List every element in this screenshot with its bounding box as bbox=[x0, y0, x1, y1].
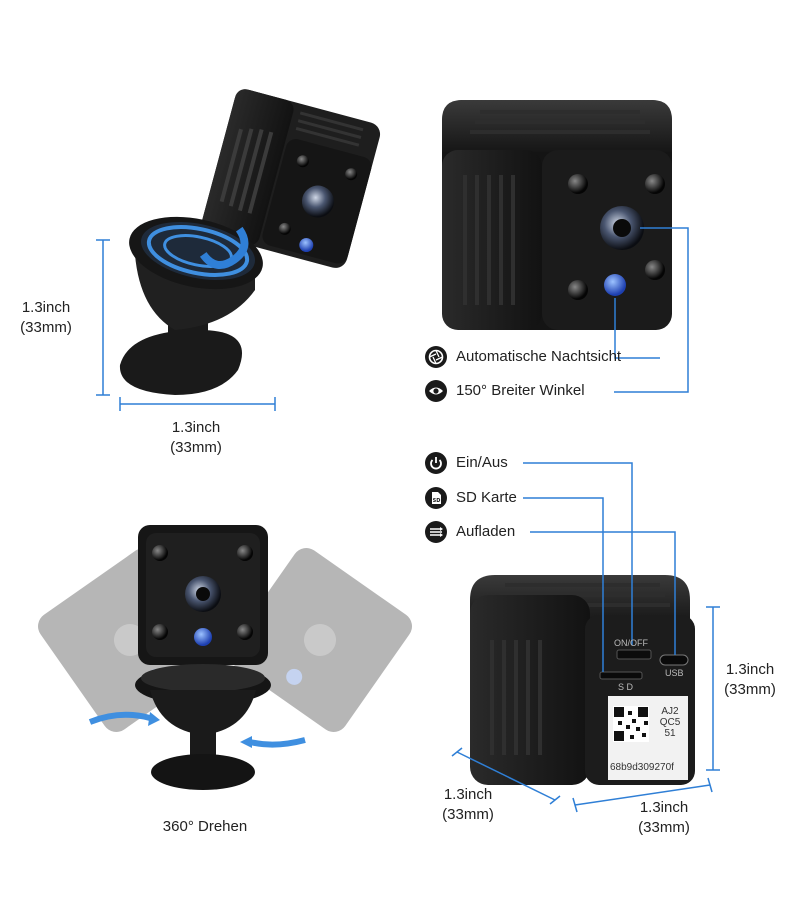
width-dimension-inch: 1.3inch bbox=[171, 419, 221, 436]
power-icon bbox=[425, 452, 447, 474]
dimension-lines-top-left bbox=[96, 239, 276, 411]
rotation-illustration bbox=[38, 525, 412, 790]
width-dimension-label: 1.3inch (33mm) bbox=[160, 418, 232, 458]
svg-text:SD: SD bbox=[433, 498, 441, 504]
width-dimension-back-mm: (33mm) bbox=[638, 819, 690, 836]
depth-dimension-mm: (33mm) bbox=[442, 806, 494, 823]
sticker-code-line-1: AJ2 bbox=[661, 706, 679, 717]
usb-label: USB bbox=[665, 668, 684, 678]
feature-charging: Aufladen bbox=[456, 523, 516, 540]
charging-icon bbox=[425, 521, 447, 543]
sticker-code-line-3: 51 bbox=[664, 728, 676, 739]
serial-number: 68b9d309270f bbox=[610, 762, 674, 773]
height-dimension-back-mm: (33mm) bbox=[724, 681, 776, 698]
feature-power: Ein/Aus bbox=[456, 454, 508, 471]
eye-icon bbox=[425, 380, 447, 402]
height-dimension-back-label: 1.3inch (33mm) bbox=[718, 660, 782, 700]
callout-lines-front bbox=[614, 227, 689, 393]
front-camera-illustration bbox=[442, 100, 672, 330]
feature-night-vision: Automatische Nachtsicht bbox=[456, 348, 622, 365]
height-dimension-inch: 1.3inch bbox=[21, 299, 71, 316]
height-dimension-back-inch: 1.3inch bbox=[725, 661, 775, 678]
sticker-code: AJ2 QC5 51 bbox=[655, 706, 685, 739]
feature-sd-card: SD Karte bbox=[456, 489, 517, 506]
back-camera-illustration bbox=[470, 575, 695, 785]
sticker-code-line-2: QC5 bbox=[659, 717, 681, 728]
depth-dimension-inch: 1.3inch bbox=[443, 786, 493, 803]
qr-code bbox=[613, 706, 649, 742]
dimension-lines-bottom-right bbox=[451, 606, 720, 813]
height-dimension-label: 1.3inch (33mm) bbox=[14, 298, 78, 338]
rotation-caption: 360° Drehen bbox=[162, 818, 248, 835]
switch-label: ON/OFF bbox=[614, 638, 648, 648]
callout-lines-back bbox=[523, 462, 676, 672]
mount-camera-illustration bbox=[119, 89, 381, 395]
shutter-icon bbox=[425, 346, 447, 368]
width-dimension-back-inch: 1.3inch bbox=[639, 799, 689, 816]
sd-slot-label: S D bbox=[618, 682, 634, 692]
feature-wide-angle: 150° Breiter Winkel bbox=[456, 382, 585, 399]
height-dimension-mm: (33mm) bbox=[20, 319, 72, 336]
width-dimension-back-label: 1.3inch (33mm) bbox=[628, 798, 700, 838]
depth-dimension-label: 1.3inch (33mm) bbox=[432, 785, 504, 825]
width-dimension-mm: (33mm) bbox=[170, 439, 222, 456]
sd-card-icon: SD bbox=[425, 487, 447, 509]
